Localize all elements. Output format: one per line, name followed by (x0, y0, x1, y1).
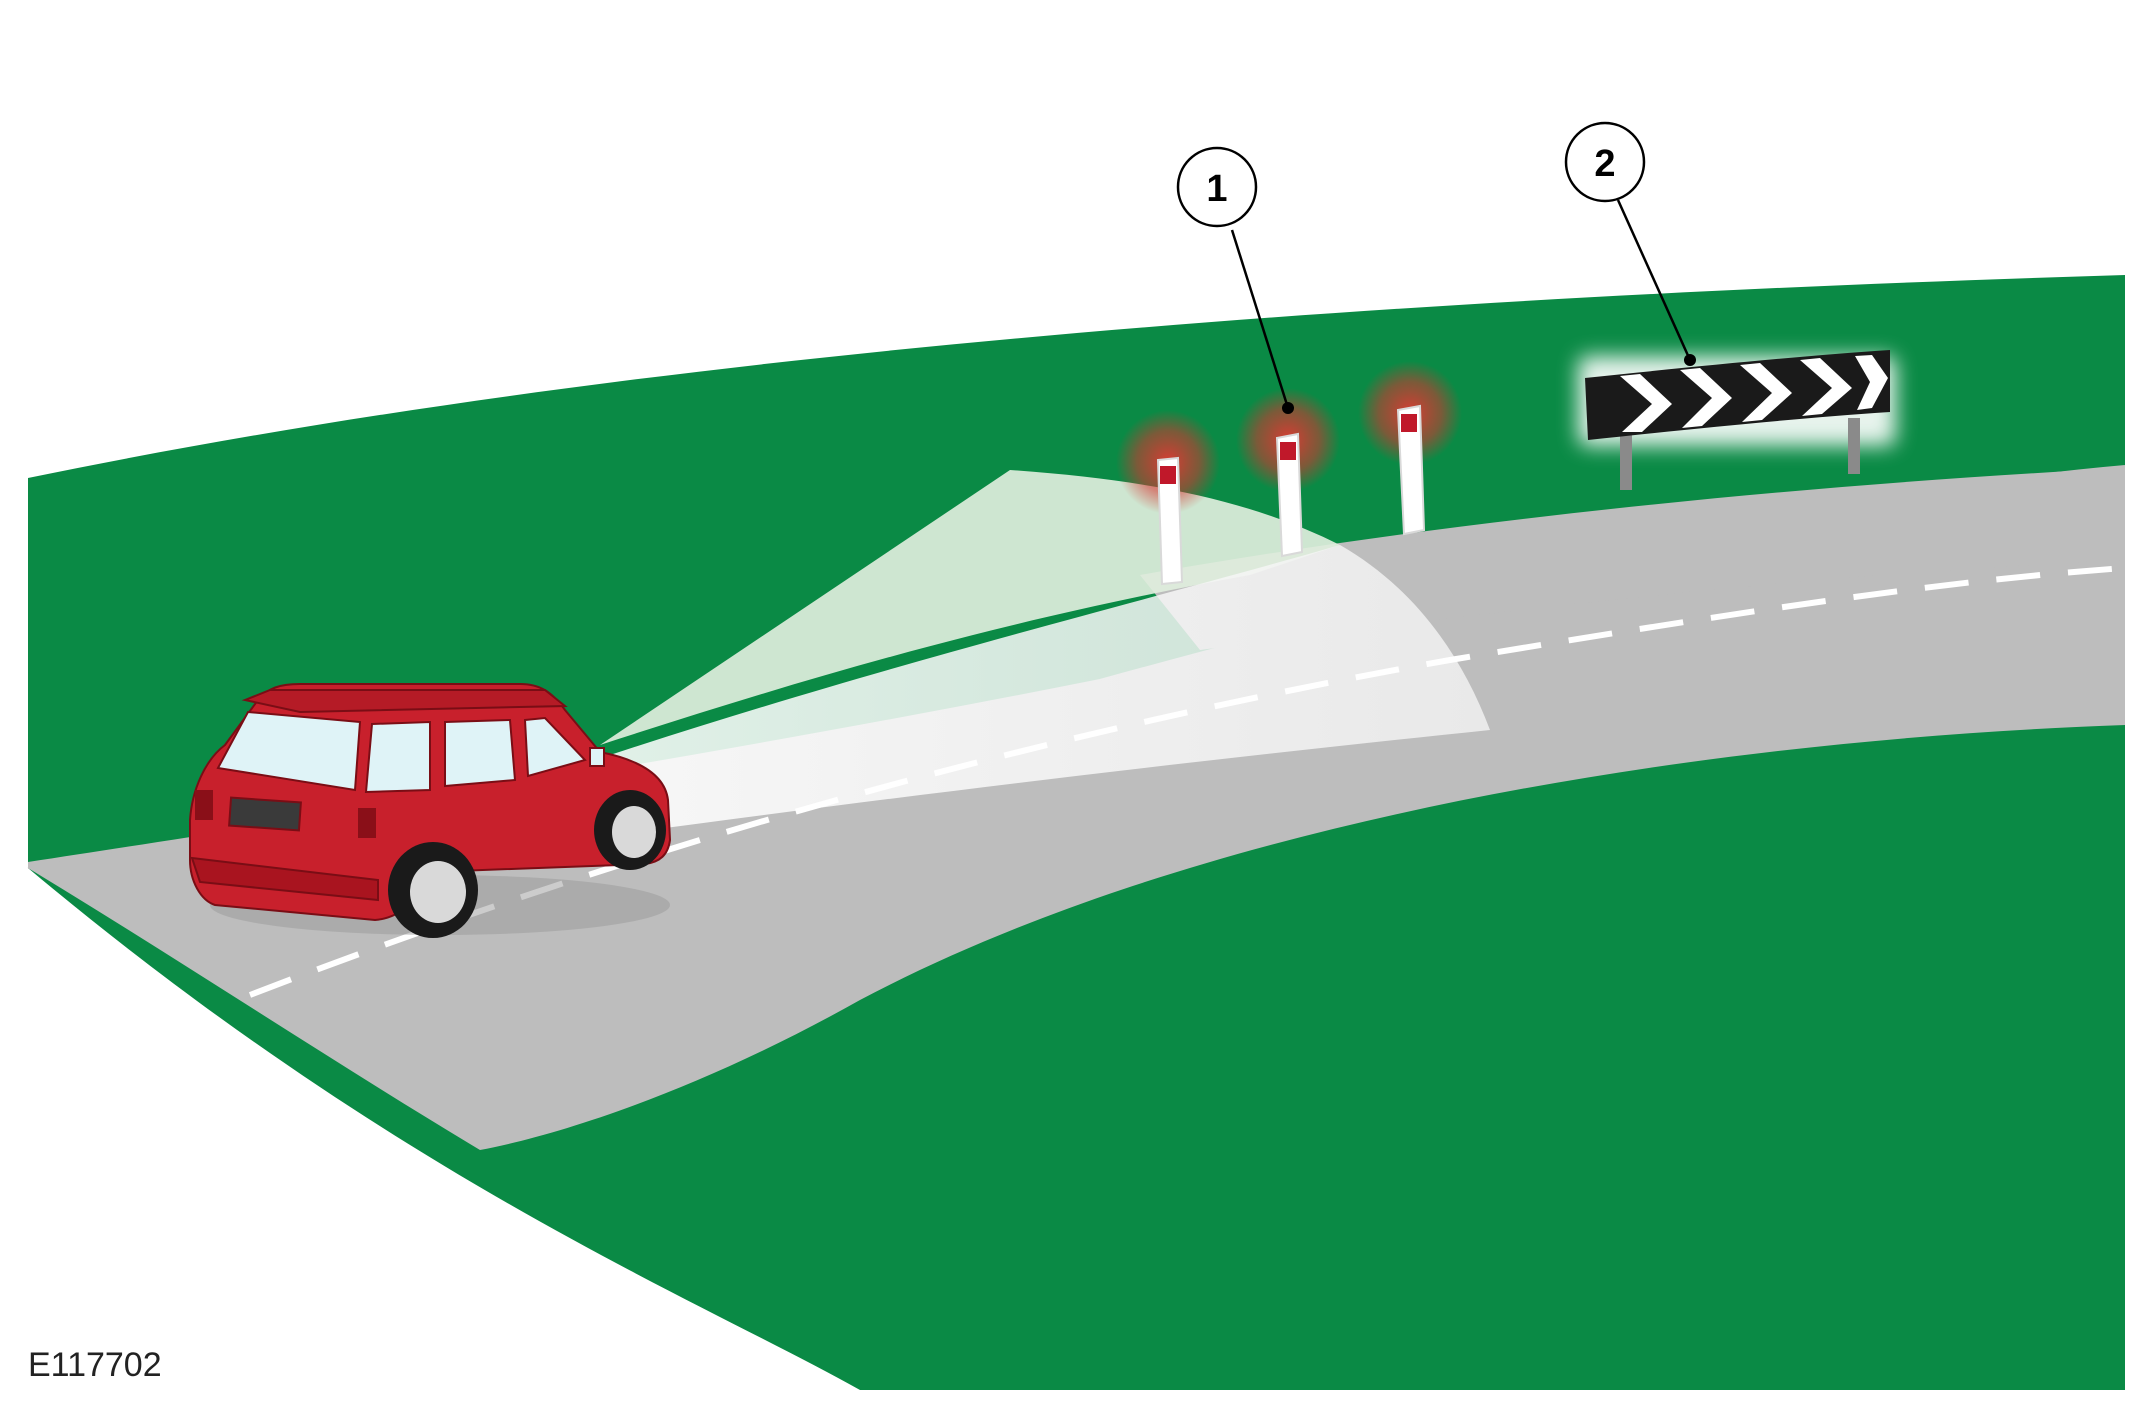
chevron-sign-icon (1578, 350, 1896, 490)
callout-2-label: 2 (1594, 143, 1615, 185)
headlamp-beam-near (610, 545, 1490, 830)
callout-1-label: 1 (1206, 168, 1227, 210)
reflector-post-icon (1116, 361, 1462, 586)
figure-id: E117702 (28, 1346, 162, 1384)
headlamp-beam-far (600, 470, 1340, 745)
callout-2: 2 (1564, 121, 1696, 366)
callout-1: 1 (1176, 146, 1294, 414)
car-icon (189, 683, 672, 938)
